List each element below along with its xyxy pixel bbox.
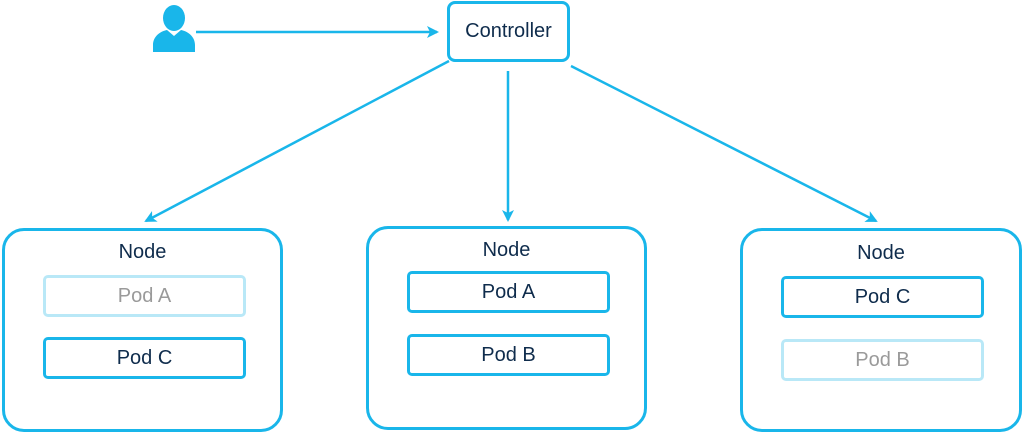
pod-box: Pod B: [781, 339, 984, 381]
pod-box: Pod A: [43, 275, 246, 317]
node-box-2: Node Pod A Pod B: [366, 226, 647, 430]
controller-to-node-1-arrow: [144, 59, 450, 223]
controller-label: Controller: [465, 20, 552, 42]
pod-label: Pod C: [854, 285, 911, 308]
node-box-1: Node Pod A Pod C: [2, 228, 283, 432]
user-icon: [151, 2, 197, 52]
pod-label: Pod A: [481, 280, 536, 303]
pod-label: Pod B: [481, 343, 536, 366]
pod-label: Pod C: [116, 346, 173, 369]
pod-label: Pod A: [117, 284, 172, 307]
node-title: Node: [482, 239, 531, 261]
node-title: Node: [118, 241, 167, 263]
pod-box: Pod C: [781, 276, 984, 318]
node-title: Node: [857, 242, 905, 264]
pod-box: Pod C: [43, 337, 246, 379]
controller-to-node-3-arrow: [570, 64, 878, 223]
controller-box: Controller: [447, 1, 570, 62]
pod-box: Pod A: [407, 271, 610, 313]
pod-label: Pod B: [855, 348, 910, 371]
pod-box: Pod B: [407, 334, 610, 376]
node-box-3: Node Pod C Pod B: [740, 228, 1022, 432]
